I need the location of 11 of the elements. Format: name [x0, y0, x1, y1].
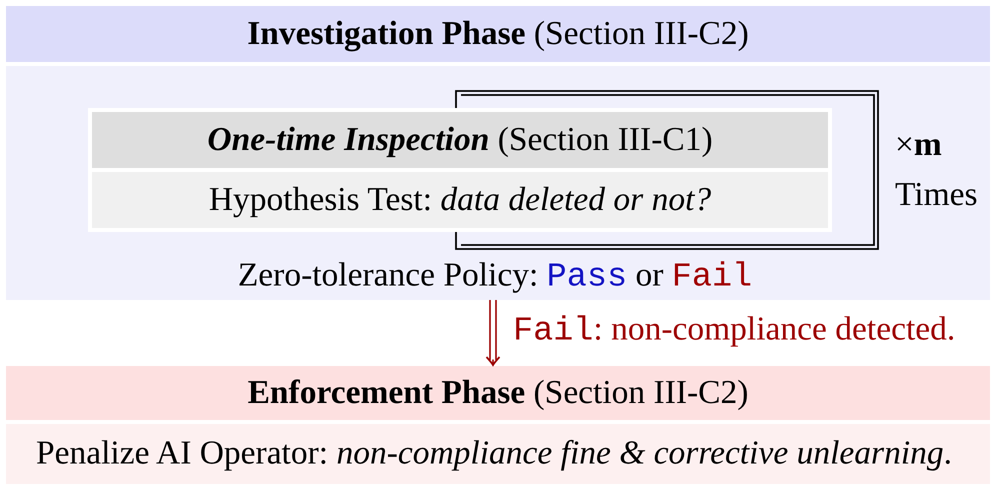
repeat-count-text: ×m Times: [895, 125, 978, 215]
phase-panel: [6, 366, 990, 484]
policy-text: Zero-tolerance Policy: Pass or Fail: [238, 256, 752, 298]
inspection-title-bar: One-time Inspection (Section III-C1): [92, 112, 828, 168]
inspection-box: [88, 108, 832, 232]
phase-header: Enforcement Phase (Section III-C2): [6, 366, 990, 420]
hypothesis-row: Hypothesis Test: data deleted or not?: [92, 172, 828, 228]
phase-panel: [6, 6, 990, 300]
double-arrow: [486, 299, 500, 366]
phase-header: Investigation Phase (Section III-C2): [6, 6, 990, 62]
penalty-text: Penalize AI Operator: non-compliance fine & corrective unlearning.: [36, 434, 952, 474]
